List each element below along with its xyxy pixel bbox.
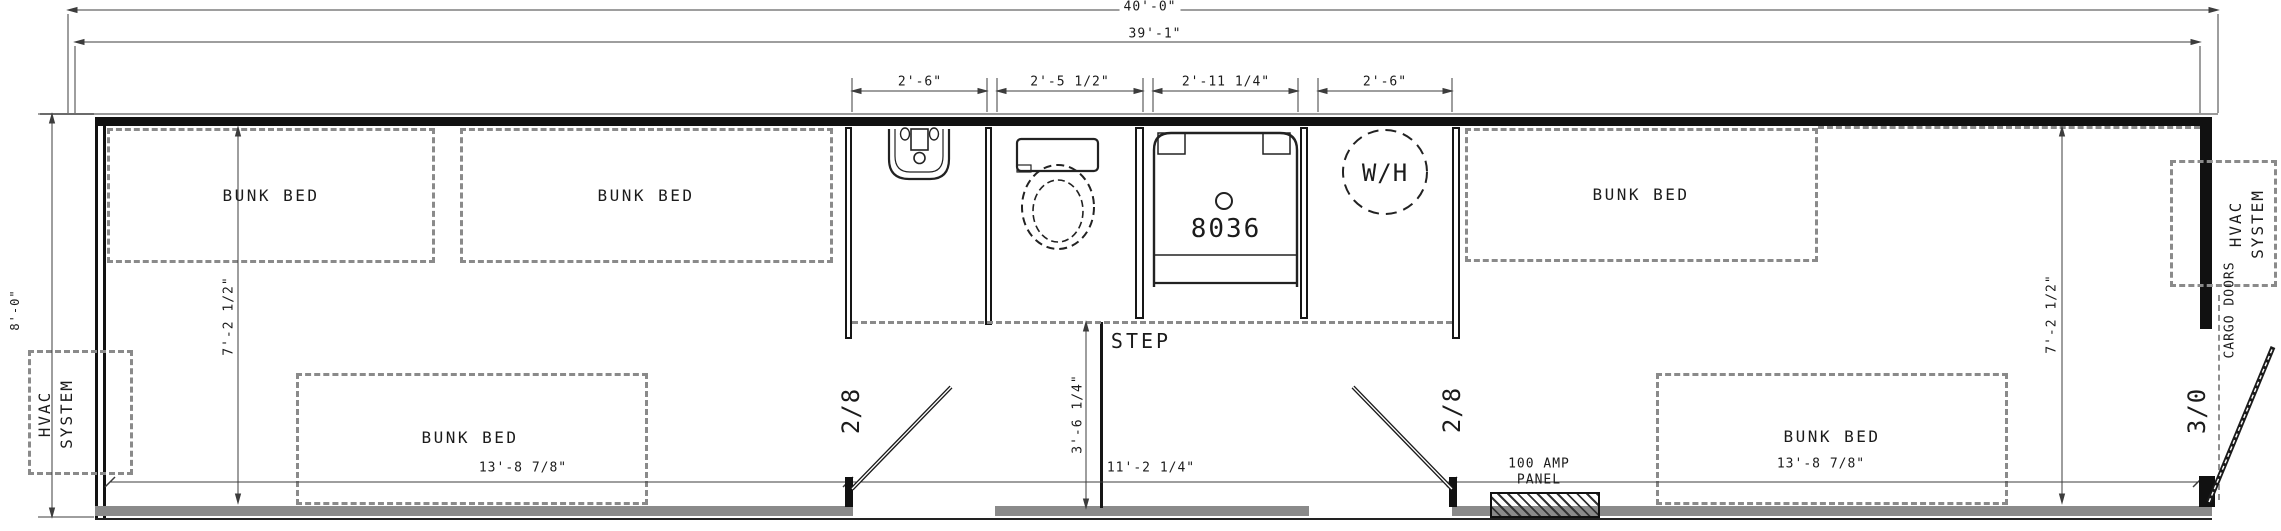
door3-size-label: 3/0: [2183, 387, 2211, 435]
bunk-bed-outline-top-left-2: [460, 128, 833, 263]
top-wall: [95, 117, 2212, 126]
dim-overall-length: 40'-0": [1119, 0, 1181, 14]
hvac-right-line1: HVAC: [2226, 200, 2245, 248]
shower-size-label: 8036: [1190, 214, 1262, 244]
hvac-box-left: [28, 350, 133, 475]
hvac-box-right: [2170, 160, 2277, 287]
bunk-bed-label-bottom-right: BUNK BED: [1783, 427, 1881, 446]
dim-interior-width-right: 7'-2 1/2": [2044, 274, 2060, 354]
dim-step-depth: 3'-6 1/4": [1070, 374, 1086, 454]
bunk-bed-outline-top-left-1: [107, 128, 435, 263]
step-wall: [1100, 322, 1103, 508]
step-label: STEP: [1110, 329, 1172, 353]
door1-size-label: 2/8: [837, 387, 865, 435]
water-heater-label: W/H: [1361, 159, 1409, 187]
shower-fixture: [1152, 131, 1299, 287]
hvac-left-line1: HVAC: [35, 390, 54, 438]
dimension-lines: [38, 6, 2220, 519]
dim-bay-toilet: 2'-5 1/2": [1030, 74, 1110, 90]
bath-wall-4: [1300, 127, 1308, 319]
cargo-doors-label: CARGO DOORS: [2222, 261, 2238, 359]
toilet-fixture: [1015, 137, 1100, 250]
dim-bay-sink: 2'-6": [897, 74, 943, 90]
door1-jamb: [845, 477, 853, 507]
left-wall-outer: [95, 117, 98, 520]
dim-overall-width: 8'-0": [8, 289, 22, 331]
bottom-wall-right: [1452, 506, 2212, 516]
upper-bunk-hidden-line: [1818, 126, 2200, 129]
dim-floor-left: 13'-8 7/8": [478, 460, 568, 476]
bath-wall-3: [1135, 127, 1144, 319]
shower-drain: [1215, 192, 1233, 210]
door3-leaf: [2206, 346, 2276, 503]
cargo-door-line: [2218, 295, 2220, 500]
bunk-bed-outline-bottom-right: [1656, 373, 2008, 505]
dim-interior-width-left: 7'-2 1/2": [221, 276, 237, 356]
bunk-bed-label-top-right: BUNK BED: [1592, 185, 1690, 204]
hvac-right-line2: SYSTEM: [2248, 189, 2267, 259]
bunk-bed-outline-bottom-left: [296, 373, 648, 505]
door2-size-label: 2/8: [1438, 386, 1466, 434]
bunk-bed-label-bottom-left: BUNK BED: [421, 428, 519, 447]
step-hidden-line: [852, 321, 1452, 324]
bath-wall-5: [1452, 127, 1460, 339]
bottom-wall-center: [995, 506, 1309, 516]
sink-fixture: [887, 127, 951, 181]
bunk-bed-label-top-left-1: BUNK BED: [222, 186, 320, 205]
bath-wall-2: [985, 127, 992, 325]
dim-floor-right: 13'-8 7/8": [1776, 456, 1866, 472]
right-wall: [2200, 117, 2212, 329]
hvac-label-right: HVAC SYSTEM: [2225, 189, 2269, 259]
bunk-bed-label-top-left-2: BUNK BED: [597, 186, 695, 205]
left-wall-inner: [103, 117, 106, 520]
top-trim-line: [40, 113, 2218, 115]
door2-jamb: [1449, 477, 1457, 507]
dim-bay-water-heater: 2'-6": [1362, 74, 1408, 90]
dim-interior-length: 39'-1": [1124, 27, 1186, 41]
amp-panel-box: [1490, 492, 1600, 518]
bottom-wall-edge: [95, 518, 2212, 520]
bath-wall-1: [845, 127, 852, 339]
dim-bay-shower: 2'-11 1/4": [1181, 74, 1271, 90]
dim-floor-center: 11'-2 1/4": [1106, 460, 1196, 476]
bunk-bed-outline-top-right: [1465, 128, 1818, 262]
door-swings: [845, 346, 2276, 507]
bottom-wall-left: [95, 506, 853, 516]
amp-panel-label-line1: 100 AMP: [1508, 456, 1570, 472]
hvac-left-line2: SYSTEM: [57, 379, 76, 449]
hvac-label-left: HVAC SYSTEM: [34, 379, 78, 449]
amp-panel-label-line2: PANEL: [1516, 472, 1562, 488]
water-heater-circle: [1342, 129, 1428, 215]
